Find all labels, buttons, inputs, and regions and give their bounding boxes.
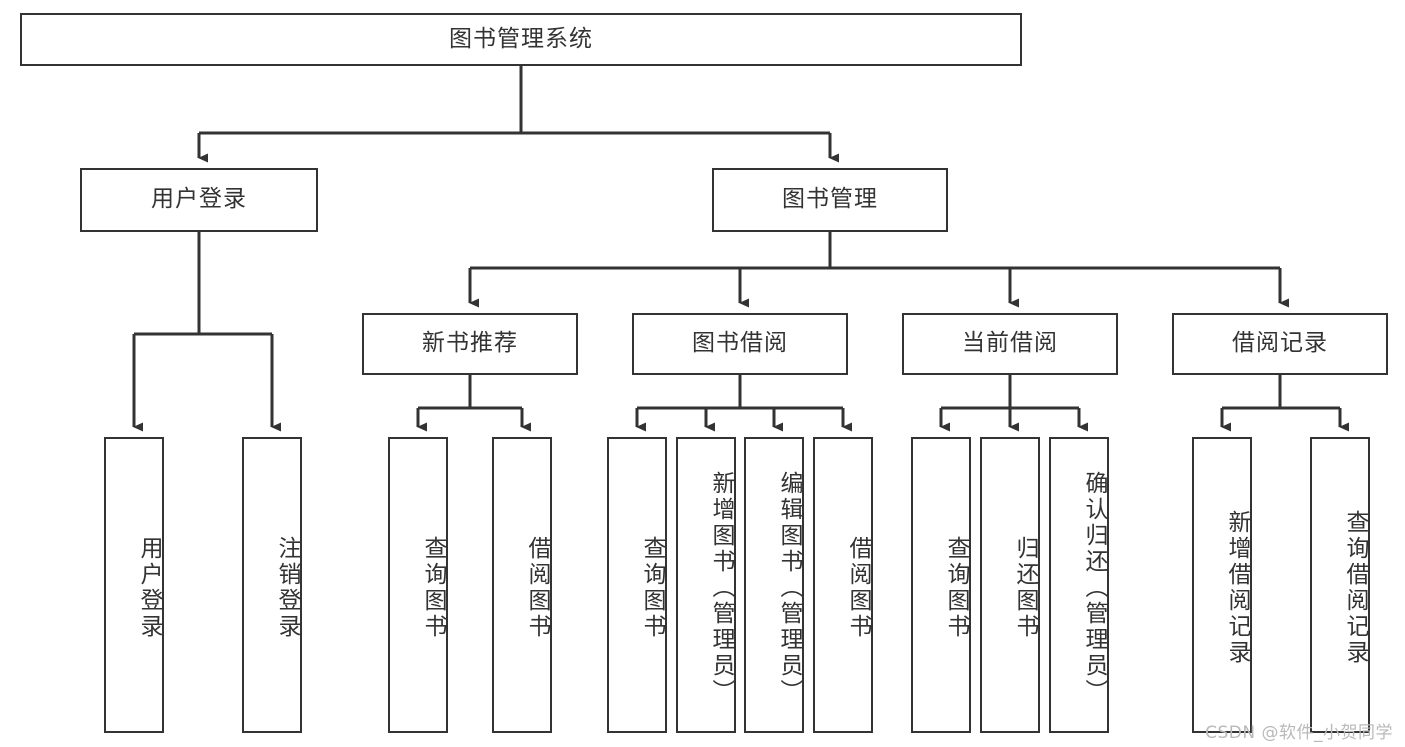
node-label: 借阅记录: [1232, 330, 1328, 357]
node-label: 查询图书: [943, 536, 969, 640]
connector-group-borrow-record: [1220, 375, 1349, 432]
node-leaf-query-book-2[interactable]: 查询图书: [607, 437, 667, 733]
node-leaf-edit-book[interactable]: 编辑图书（管理员）: [744, 437, 804, 733]
node-root-system[interactable]: 图书管理系统: [20, 13, 1022, 66]
node-leaf-add-record[interactable]: 新增借阅记录: [1192, 437, 1252, 733]
node-label: 用户登录: [136, 536, 162, 640]
node-leaf-borrow-book-2[interactable]: 借阅图书: [813, 437, 873, 733]
node-label: 借阅图书: [845, 536, 871, 640]
connector-group-new-book: [416, 375, 531, 432]
node-leaf-logout-login[interactable]: 注销登录: [242, 437, 302, 733]
node-label: 查询借阅记录: [1342, 510, 1368, 666]
connector-group-user-login: [132, 232, 281, 432]
connector-group-book-manage: [468, 232, 1289, 308]
node-book-manage[interactable]: 图书管理: [712, 168, 948, 232]
node-label: 图书管理: [782, 186, 878, 213]
connector-group-root: [197, 66, 839, 163]
node-book-borrow[interactable]: 图书借阅: [632, 313, 848, 375]
connector-group-current-borrow: [939, 375, 1088, 432]
node-label: 查询图书: [639, 536, 665, 640]
node-label: 借阅图书: [524, 536, 550, 640]
node-leaf-query-record[interactable]: 查询借阅记录: [1310, 437, 1370, 733]
node-label: 新书推荐: [422, 330, 518, 357]
node-user-login[interactable]: 用户登录: [80, 168, 318, 232]
node-leaf-query-book-1[interactable]: 查询图书: [388, 437, 448, 733]
node-label: 当前借阅: [962, 330, 1058, 357]
node-label: 新增借阅记录: [1224, 510, 1250, 666]
node-new-book-recommend[interactable]: 新书推荐: [362, 313, 578, 375]
node-label: 图书管理系统: [449, 25, 593, 52]
node-leaf-user-login[interactable]: 用户登录: [104, 437, 164, 733]
node-leaf-return-book[interactable]: 归还图书: [980, 437, 1040, 733]
node-leaf-confirm-return[interactable]: 确认归还（管理员）: [1049, 437, 1109, 733]
node-label: 注销登录: [274, 536, 300, 640]
node-label: 新增图书（管理员）: [708, 471, 734, 705]
node-label: 编辑图书（管理员）: [776, 471, 802, 705]
node-label: 确认归还（管理员）: [1081, 471, 1107, 705]
connector-group-book-borrow: [635, 375, 852, 432]
node-leaf-borrow-book-1[interactable]: 借阅图书: [492, 437, 552, 733]
node-label: 归还图书: [1012, 536, 1038, 640]
node-label: 查询图书: [420, 536, 446, 640]
node-label: 图书借阅: [692, 330, 788, 357]
node-leaf-query-book-3[interactable]: 查询图书: [911, 437, 971, 733]
node-borrow-record[interactable]: 借阅记录: [1172, 313, 1388, 375]
node-leaf-add-book[interactable]: 新增图书（管理员）: [676, 437, 736, 733]
node-label: 用户登录: [151, 186, 247, 213]
node-current-borrow[interactable]: 当前借阅: [902, 313, 1118, 375]
